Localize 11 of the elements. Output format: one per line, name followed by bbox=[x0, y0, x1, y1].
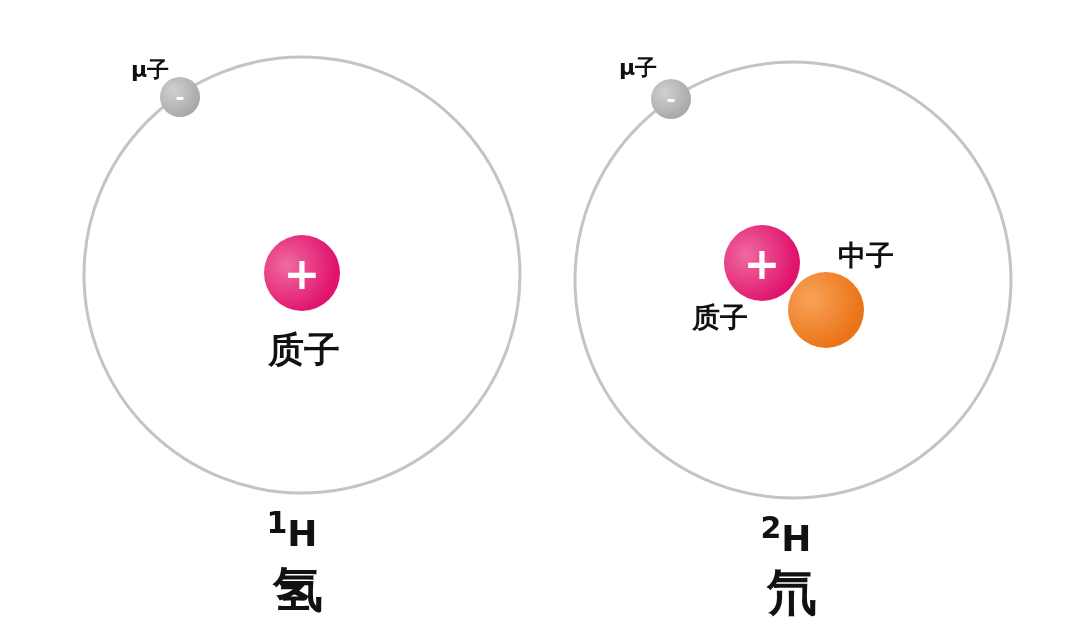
proton-particle: + bbox=[724, 225, 800, 301]
element-name: 氘 bbox=[767, 567, 817, 617]
particle-label: 质子 bbox=[268, 332, 340, 368]
muon-particle: - bbox=[651, 79, 691, 119]
particle-label: μ子 bbox=[618, 57, 658, 79]
particle-label: 中子 bbox=[838, 242, 894, 270]
proton-particle: + bbox=[264, 235, 340, 311]
isotope-symbol: $^{1}$H bbox=[266, 508, 318, 552]
element-name: 氢 bbox=[273, 565, 323, 615]
isotope-symbol: $^{2}$H bbox=[760, 513, 812, 557]
particle-label: 质子 bbox=[692, 304, 748, 332]
